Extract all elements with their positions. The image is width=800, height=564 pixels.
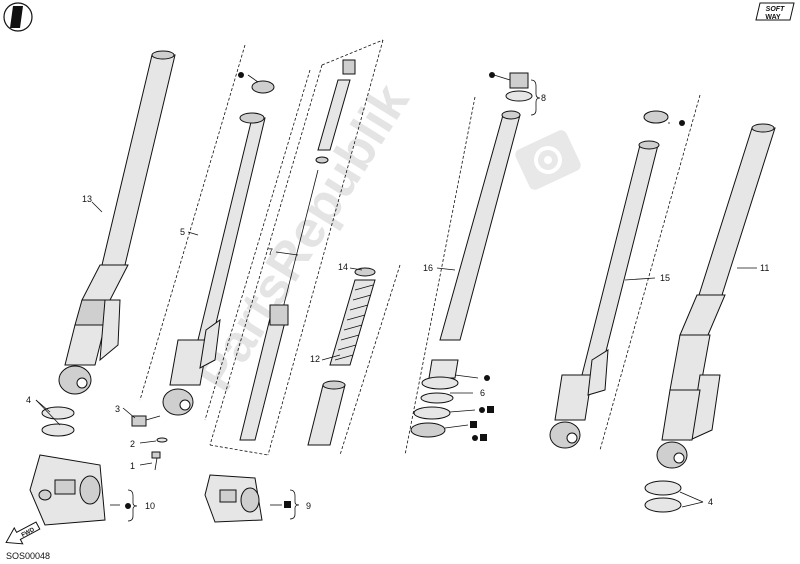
watermark: PartsRepublik (186, 74, 581, 401)
callout-4-left: 4 (26, 395, 31, 405)
callout-3: 3 (115, 404, 120, 414)
screws-1-2-3 (131, 415, 168, 471)
seal-stack-6 (410, 359, 459, 438)
drawing-code: SOS00048 (6, 551, 50, 561)
fork-leg-13 (58, 50, 176, 395)
ducati-logo-icon (3, 2, 33, 32)
callout-8: 8 (541, 93, 546, 103)
callout-16: 16 (423, 263, 433, 273)
assembly-frames (139, 39, 701, 456)
callout-6: 6 (480, 388, 485, 398)
fork-leg-11 (656, 123, 776, 469)
clamp-4-left (41, 406, 75, 437)
fork-leg-5 (162, 80, 275, 416)
logo-top-text: SOFT (766, 6, 785, 13)
callout-10: 10 (145, 501, 155, 511)
markers (125, 72, 685, 509)
callout-5: 5 (180, 227, 185, 237)
callout-1: 1 (130, 461, 135, 471)
callout-9: 9 (306, 501, 311, 511)
braces (127, 79, 541, 522)
callout-13: 13 (82, 194, 92, 204)
damper-rod-7 (239, 59, 356, 441)
spring-12 (307, 267, 376, 446)
clamp-4-right (644, 480, 682, 513)
callouts: 13 5 7 14 12 16 15 11 8 6 4 4 3 2 1 10 9 (26, 93, 769, 511)
bottom-block-10 (29, 454, 106, 526)
callout-7: 7 (268, 247, 273, 257)
leader-lines (35, 74, 757, 508)
fork-cap-8 (505, 72, 533, 102)
callout-15: 15 (660, 273, 670, 283)
callout-14: 14 (338, 262, 348, 272)
callout-2: 2 (130, 439, 135, 449)
fwd-arrow-icon: FWD (5, 521, 41, 545)
callout-11: 11 (760, 263, 769, 273)
callout-4-right: 4 (708, 497, 713, 507)
watermark-gear-icon (515, 130, 581, 190)
bottom-block-9 (204, 474, 263, 523)
logo-bottom-text: WAY (765, 14, 781, 21)
watermark-text: PartsRepublik (186, 74, 421, 401)
fork-leg-15 (549, 110, 669, 449)
fork-leg-16 (439, 110, 521, 341)
softway-logo: SOFT WAY (755, 2, 795, 21)
callout-12: 12 (310, 354, 320, 364)
